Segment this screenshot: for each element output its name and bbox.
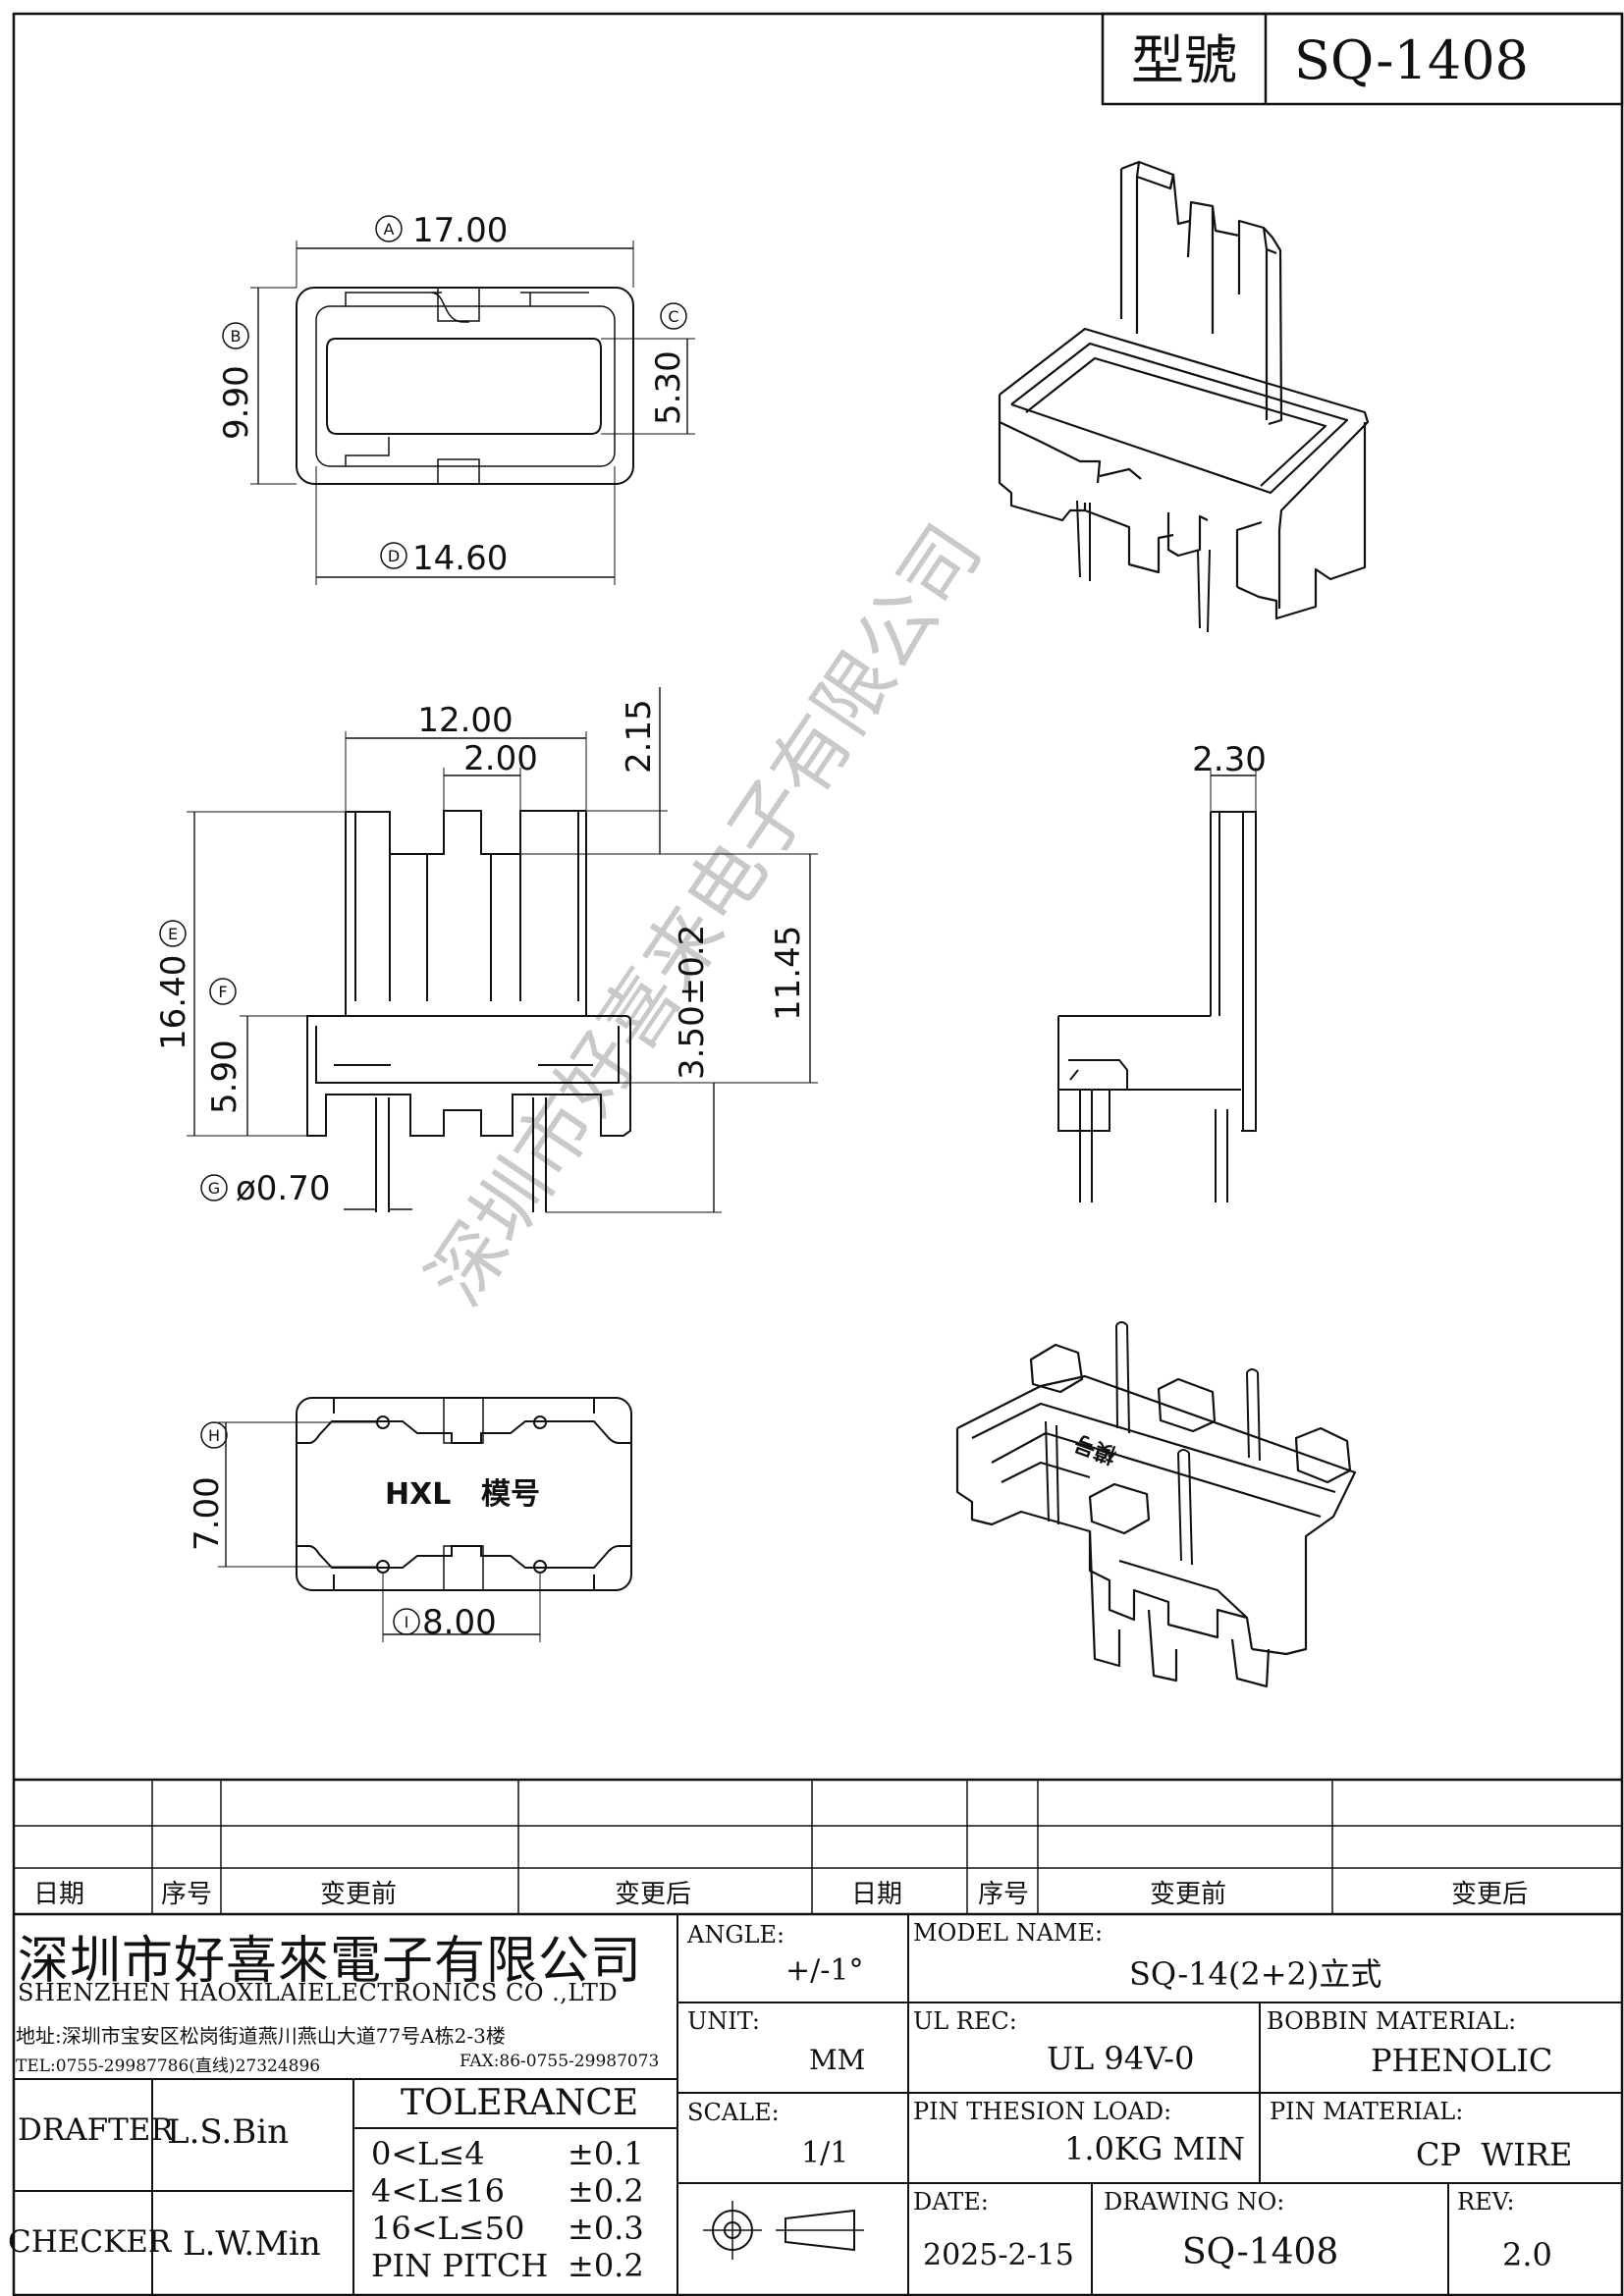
dim-230-value: 2.30: [1192, 740, 1267, 779]
iso-view-top: [998, 160, 1370, 633]
circle-letter-e: E: [168, 925, 178, 943]
tolerance-range-4: PIN PITCH: [371, 2247, 549, 2284]
dim-g-value: ø0.70: [236, 1169, 331, 1208]
rev-header-seq-1: 序号: [161, 1880, 212, 1909]
drawing-no-value: SQ-1408: [1182, 2232, 1339, 2272]
model-name-value: SQ-14(2+2)立式: [1129, 1955, 1382, 1993]
tolerance-title: TOLERANCE: [401, 2083, 639, 2123]
sheet-border: [12, 12, 1624, 2296]
circle-letter-i: I: [405, 1613, 409, 1631]
scale-label: SCALE:: [687, 2099, 780, 2126]
dim-tol35-value: 3.50±0.2: [673, 925, 712, 1080]
rev-value: 2.0: [1502, 2236, 1552, 2273]
dim-d-value: 14.60: [412, 539, 508, 578]
company-tel: TEL:0755-29987786(直线)27324896: [16, 2056, 321, 2076]
bobbin-value: PHENOLIC: [1371, 2042, 1553, 2079]
rev-header-date-1: 日期: [33, 1880, 84, 1909]
rev-header-seq-2: 序号: [978, 1880, 1029, 1909]
checker-label: CHECKER: [8, 2224, 172, 2260]
revision-headers: 日期 序号 变更前 变更后 日期 序号 变更前 变更后: [33, 1880, 1528, 1909]
iso-view-bottom: 模号: [955, 1321, 1357, 1688]
circle-letter-g: G: [208, 1179, 220, 1198]
ul-label: UL REC:: [913, 2007, 1017, 2035]
drawing-no-label: DRAWING NO:: [1104, 2188, 1285, 2216]
rev-label: REV:: [1457, 2188, 1515, 2216]
tolerance-values: ±0.1 ±0.2 ±0.3 ±0.2: [568, 2135, 644, 2284]
bottom-view-text: HXL 模号 H 7.00 I 8.00: [188, 1421, 540, 1642]
dim-12-value: 12.00: [417, 701, 513, 740]
drafter-name: L.S.Bin: [167, 2112, 290, 2152]
drafter-label: DRAFTER: [18, 2112, 174, 2148]
dim-a-value: 17.00: [412, 211, 508, 250]
tolerance-range-3: 16<L≤50: [371, 2210, 525, 2247]
tolerance-value-2: ±0.2: [568, 2172, 644, 2210]
model-label: 型號: [1131, 29, 1237, 91]
dim-i-value: 8.00: [422, 1603, 497, 1642]
iso-mark: 模号: [1071, 1429, 1120, 1468]
pin-material-label: PIN MATERIAL:: [1270, 2098, 1464, 2125]
dim-c-value: 5.30: [649, 350, 688, 425]
front-view-dims: 12.00 2.00 2.15 16.40 E 5.90 F 3.50±0.2 …: [154, 699, 808, 1208]
dim-1145-value: 11.45: [769, 926, 808, 1021]
company-address: 地址:深圳市宝安区松岗街道燕川燕山大道77号A栋2-3楼: [16, 2024, 506, 2048]
angle-value: +/-1°: [785, 1953, 864, 1988]
bottom-mark-logo: HXL: [385, 1477, 451, 1512]
checker-name: L.W.Min: [183, 2224, 321, 2264]
ul-value: UL 94V-0: [1047, 2040, 1195, 2077]
company-name-cn: 深圳市好喜來電子有限公司: [18, 1932, 643, 1991]
pin-material-value: CP WIRE: [1416, 2136, 1573, 2173]
unit-label: UNIT:: [687, 2007, 760, 2035]
date-value: 2025-2-15: [923, 2238, 1074, 2272]
pin-load-value: 1.0KG MIN: [1064, 2130, 1245, 2167]
dim-e-value: 16.40: [154, 955, 193, 1050]
revision-table: [14, 1778, 1622, 1916]
tolerance-range-2: 4<L≤16: [371, 2172, 505, 2210]
rev-header-date-2: 日期: [851, 1880, 902, 1909]
rev-header-before-1: 变更前: [320, 1880, 397, 1909]
scale-value: 1/1: [801, 2136, 849, 2170]
date-label: DATE:: [913, 2188, 989, 2216]
watermark: 深圳市好喜来电子有限公司: [411, 509, 999, 1320]
rev-header-after-1: 变更后: [615, 1880, 691, 1909]
front-view: [187, 687, 818, 1213]
circle-letter-a: A: [384, 220, 395, 239]
model-title-box: 型號 SQ-1408: [1101, 12, 1624, 106]
pin-load-label: PIN THESION LOAD:: [913, 2098, 1172, 2125]
title-block-grid: [14, 1914, 1622, 2295]
rev-header-before-2: 变更前: [1150, 1880, 1226, 1909]
circle-letter-d: D: [388, 547, 400, 565]
tolerance-range-1: 0<L≤4: [371, 2135, 485, 2172]
dim-h-value: 7.00: [188, 1476, 227, 1551]
model-name-label: MODEL NAME:: [913, 1919, 1104, 1947]
dim-b-value: 9.90: [217, 365, 256, 440]
rev-header-after-2: 变更后: [1451, 1880, 1528, 1909]
dim-2-value: 2.00: [463, 739, 538, 778]
dim-f-value: 5.90: [205, 1040, 244, 1114]
company-name-en: SHENZHEN HAOXILAIELECTRONICS CO .,LTD: [18, 1979, 619, 2006]
dim-215-value: 2.15: [620, 699, 659, 774]
bottom-mark-text: 模号: [481, 1477, 540, 1512]
tolerance-value-3: ±0.3: [568, 2210, 644, 2247]
side-view: [1057, 768, 1257, 1202]
tolerance-value-1: ±0.1: [568, 2135, 644, 2172]
model-value: SQ-1408: [1294, 29, 1529, 91]
top-view: [250, 240, 695, 585]
circle-letter-c: C: [668, 307, 678, 326]
circle-letter-b: B: [231, 327, 242, 346]
tolerance-value-4: ±0.2: [568, 2247, 644, 2284]
company-fax: FAX:86-0755-29987073: [460, 2052, 660, 2071]
unit-value: MM: [809, 2044, 866, 2076]
tolerance-ranges: 0<L≤4 4<L≤16 16<L≤50 PIN PITCH: [371, 2135, 548, 2284]
bobbin-label: BOBBIN MATERIAL:: [1267, 2007, 1517, 2035]
circle-letter-f: F: [218, 983, 227, 1001]
angle-label: ANGLE:: [687, 1921, 785, 1949]
top-view-dims: A 17.00 B 9.90 C 5.30 D 14.60: [217, 211, 688, 578]
circle-letter-h: H: [208, 1426, 220, 1445]
